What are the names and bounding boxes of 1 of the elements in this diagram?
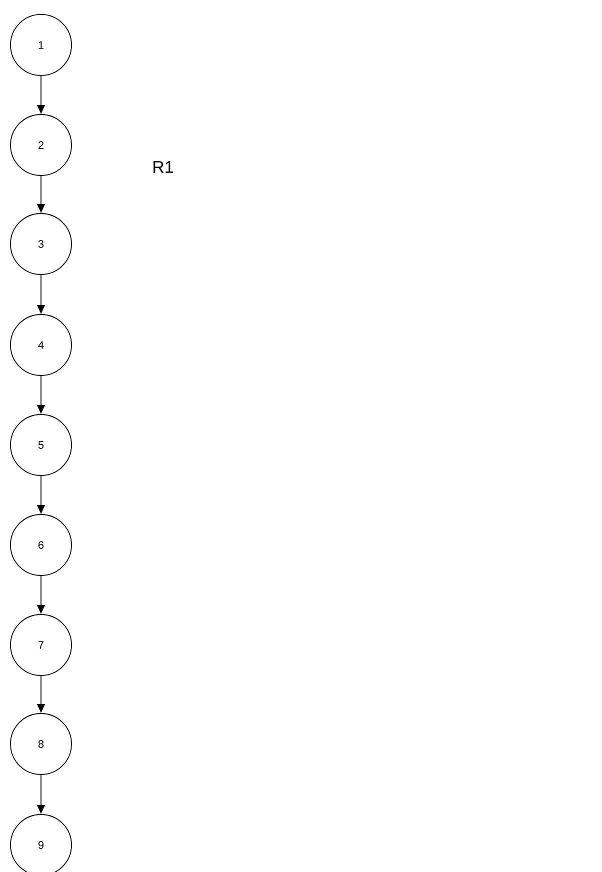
region-label: R1 <box>154 161 173 173</box>
